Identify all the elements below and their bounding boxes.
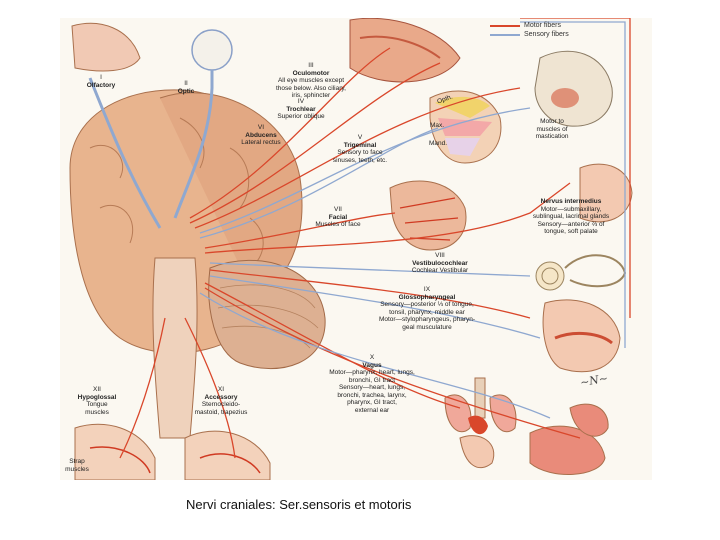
mastication-text: Motor to muscles of mastication [535, 118, 569, 140]
sensory-label: Sensory fibers [524, 31, 569, 38]
legend-motor: Motor fibers [490, 21, 569, 30]
figure-caption: Nervi craniales: Ser.sensoris et motoris [186, 497, 412, 512]
nerve-desc: Lateral rectus [241, 139, 281, 146]
motor-label: Motor fibers [524, 22, 561, 29]
mand-label: Mand. [426, 140, 450, 148]
strap-text: Strap muscles [65, 458, 89, 473]
ear-cochlea-drawing [535, 254, 627, 291]
sensory-swatch [490, 33, 520, 36]
nerve-numeral: IX [423, 286, 431, 293]
nerve-desc: Tongue muscles [85, 401, 109, 416]
nerve-numeral: VIII [435, 252, 445, 259]
nerve-desc: Sensory—posterior ⅓ of tongue, tonsil, p… [378, 301, 476, 331]
nerve-desc: Sensory to face sinuses, teeth, etc. [332, 149, 388, 164]
nerve-numeral: IV [297, 98, 305, 105]
nerve-desc: Superior oblique [277, 113, 325, 120]
nerve-name: Vestibulocochlear [412, 259, 468, 267]
motor-swatch [490, 24, 520, 27]
nerve-numeral: III [308, 62, 314, 69]
nerve-numeral: I [100, 74, 102, 81]
nerve-name: Vagus [362, 361, 382, 369]
strap-muscles-label: Strap muscles [52, 458, 102, 473]
nerve-label-vagus: X Vagus Motor—pharynx, heart, lungs, bro… [302, 354, 442, 414]
nerve-desc: Sternocleido- mastoid, trapezius [194, 401, 248, 416]
nerve-label-vestibulocochlear: VIII Vestibulocochlear Cochlear Vestibul… [390, 252, 490, 275]
thoracic-organs-drawing [444, 377, 609, 475]
facial-nerve-face-drawing [389, 180, 467, 251]
fiber-legend: Motor fibers Sensory fibers [490, 21, 569, 39]
nerve-name: Trigeminal [343, 141, 377, 149]
nerve-desc: Motor—pharynx, heart, lungs, bronchi, GI… [329, 369, 415, 414]
nerve-numeral: VI [257, 124, 265, 131]
orbit-drawing [349, 18, 461, 83]
mastication-label: Motor to muscles of mastication [520, 118, 584, 141]
nerve-label-optic: II Optic [166, 80, 206, 95]
max-text: Max. [429, 122, 445, 129]
nerve-name: Accessory [204, 393, 238, 401]
nerve-name: Hypoglossal [77, 393, 117, 401]
olfactory-head-drawing [71, 22, 141, 72]
nerve-desc: Cochlear Vestibular [411, 267, 469, 274]
nervus-desc: Motor—submaxillary, sublingual, lacrimal… [532, 205, 610, 236]
nerve-label-abducens: VI Abducens Lateral rectus [226, 124, 296, 147]
mouth-section-drawings [542, 163, 633, 373]
nerve-label-facial: VII Facial Muscles of face [298, 206, 378, 229]
nerve-numeral: XI [217, 386, 225, 393]
mand-text: Mand. [428, 140, 448, 147]
nerve-name: Facial [328, 213, 348, 221]
nerve-label-trigeminal: V Trigeminal Sensory to face sinuses, te… [312, 134, 408, 164]
nerve-label-oculomotor: III Oculomotor All eye muscles except th… [256, 62, 366, 100]
nerve-label-olfactory: I Olfactory [76, 74, 126, 89]
trigeminal-face-drawing [429, 90, 502, 164]
skull-drawing [534, 50, 613, 127]
nerve-label-accessory: XI Accessory Sternocleido- mastoid, trap… [176, 386, 266, 416]
optic-nerves [88, 29, 233, 229]
nervus-title: Nervus intermedius [540, 198, 602, 205]
nerve-desc: Muscles of face [315, 221, 361, 228]
legend-sensory: Sensory fibers [490, 30, 569, 39]
nerve-numeral: II [184, 80, 188, 87]
nerve-fibers [119, 18, 631, 459]
nerve-label-hypoglossal: XII Hypoglossal Tongue muscles [64, 386, 130, 416]
nerve-label-glossopharyngeal: IX Glossopharyngeal Sensory—posterior ⅓ … [352, 286, 502, 331]
anatomy-drawing [69, 18, 633, 480]
nerve-name: Olfactory [86, 81, 116, 89]
nerve-name: Abducens [245, 131, 277, 139]
cranial-nerves-illustration: Motor fibers Sensory fibers I Olfactory … [60, 18, 652, 480]
nerve-numeral: V [357, 134, 363, 141]
nerve-name: Trochlear [286, 105, 316, 113]
nerve-name: Optic [177, 87, 195, 95]
nerve-label-trochlear: IV Trochlear Superior oblique [266, 98, 336, 121]
nerve-numeral: X [369, 354, 375, 361]
max-label: Max. [426, 122, 448, 130]
nerve-numeral: XII [93, 386, 101, 393]
nerve-name: Glossopharyngeal [398, 293, 456, 301]
nerve-name: Oculomotor [292, 69, 330, 77]
nerve-numeral: VII [334, 206, 342, 213]
nervus-intermedius-label: Nervus intermedius Motor—submaxillary, s… [506, 198, 636, 236]
nerve-desc: All eye muscles except those below. Also… [276, 77, 346, 99]
neck-drawings [74, 423, 271, 480]
